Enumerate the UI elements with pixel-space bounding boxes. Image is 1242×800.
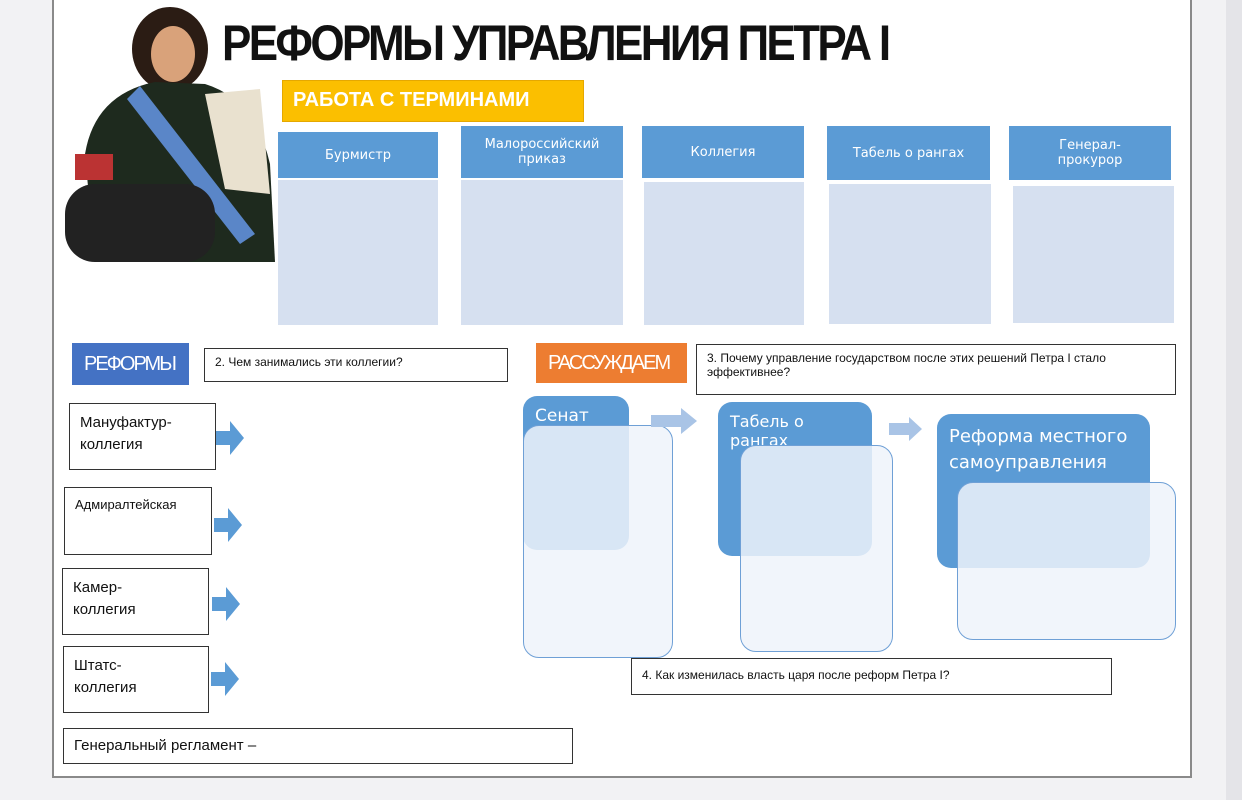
arrow-right-icon [211,662,239,696]
arrow-right-icon [651,408,697,434]
term-answer-box[interactable] [278,180,438,325]
scrollbar-track[interactable] [1226,0,1242,800]
term-header: Бурмистр [278,132,438,178]
college-box: Адмиралтейская [64,487,212,555]
peter-portrait-image [65,7,275,262]
college-box: Камер-коллегия [62,568,209,635]
reforms-label: РЕФОРМЫ [72,343,189,385]
arrow-right-icon [889,417,922,441]
chain-answer-box[interactable] [740,445,893,652]
chain-answer-box[interactable] [523,425,673,658]
reason-label: РАССУЖДАЕМ [536,343,687,383]
page-title: РЕФОРМЫ УПРАВЛЕНИЯ ПЕТРА I [222,15,891,71]
term-answer-box[interactable] [829,184,991,324]
arrow-right-icon [214,508,242,542]
arrow-right-icon [216,421,244,455]
term-answer-box[interactable] [1013,186,1174,323]
question-4: 4. Как изменилась власть царя после рефо… [631,658,1112,695]
question-2: 2. Чем занимались эти коллегии? [204,348,508,382]
general-reglament-box[interactable]: Генеральный регламент – [63,728,573,764]
chain-answer-box[interactable] [957,482,1176,640]
term-header: Коллегия [642,126,804,178]
term-header: Табель о рангах [827,126,990,180]
term-answer-box[interactable] [644,182,804,325]
term-header: Малороссийский приказ [461,126,623,178]
arrow-right-icon [212,587,240,621]
question-3: 3. Почему управление государством после … [696,344,1176,395]
term-header: Генерал-прокурор [1009,126,1171,180]
terms-label: РАБОТА С ТЕРМИНАМИ [282,80,584,122]
college-box: Мануфактур-коллегия [69,403,216,470]
term-answer-box[interactable] [461,180,623,325]
college-box: Штатс-коллегия [63,646,209,713]
